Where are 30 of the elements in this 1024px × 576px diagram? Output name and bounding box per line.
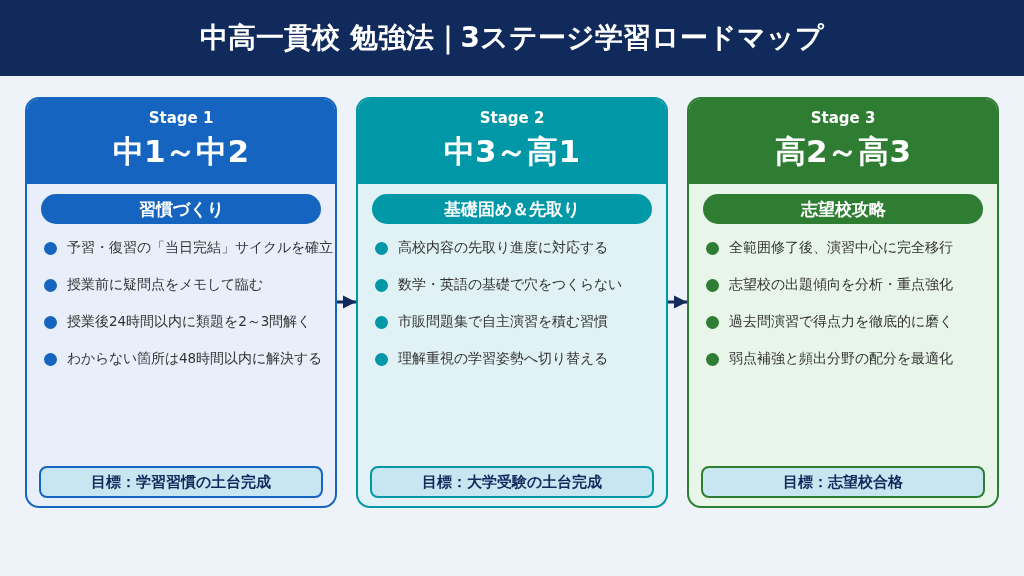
- theme-pill: 基礎固め＆先取り: [372, 194, 652, 224]
- goal-box: 目標：大学受験の土台完成: [370, 466, 654, 498]
- theme-pill: 志望校攻略: [703, 194, 983, 224]
- bullet-text: 全範囲修了後、演習中心に完全移行: [729, 239, 953, 257]
- goal-box: 目標：学習習慣の土台完成: [39, 466, 323, 498]
- bullet-text: 数学・英語の基礎で穴をつくらない: [398, 276, 622, 294]
- bullet-text: 理解重視の学習姿勢へ切り替える: [398, 350, 608, 368]
- grade-range: 中1～中2: [111, 132, 251, 171]
- grade-range: 高2～高3: [773, 132, 913, 171]
- stage-label: Stage 2: [478, 109, 546, 127]
- stage-label: Stage 1: [147, 109, 215, 127]
- bullet-text: 弱点補強と頻出分野の配分を最適化: [729, 350, 953, 368]
- stage-card: [687, 97, 999, 508]
- bullet-text: 高校内容の先取り進度に対応する: [398, 239, 608, 257]
- stage-label: Stage 3: [809, 109, 877, 127]
- goal-box: 目標：志望校合格: [701, 466, 985, 498]
- arrow: [668, 295, 687, 309]
- bullet-text: 授業後24時間以内に類題を2～3問解く: [67, 313, 312, 331]
- theme-pill: 習慣づくり: [41, 194, 321, 224]
- arrow: [337, 295, 356, 309]
- stage-card: [356, 97, 668, 508]
- bullet-text: 予習・復習の「当日完結」サイクルを確立: [67, 239, 333, 257]
- title: 中高一貫校 勉強法｜3ステージ学習ロードマップ: [198, 20, 826, 57]
- bullet-text: 志望校の出題傾向を分析・重点強化: [729, 276, 953, 294]
- bullet-text: わからない箇所は48時間以内に解決する: [67, 350, 323, 368]
- bullet-text: 市販問題集で自主演習を積む習慣: [398, 313, 608, 331]
- grade-range: 中3～高1: [442, 132, 582, 171]
- bullet-text: 過去問演習で得点力を徹底的に磨く: [729, 313, 953, 331]
- bullet-text: 授業前に疑問点をメモして臨む: [67, 276, 263, 294]
- stage-card: [25, 97, 337, 508]
